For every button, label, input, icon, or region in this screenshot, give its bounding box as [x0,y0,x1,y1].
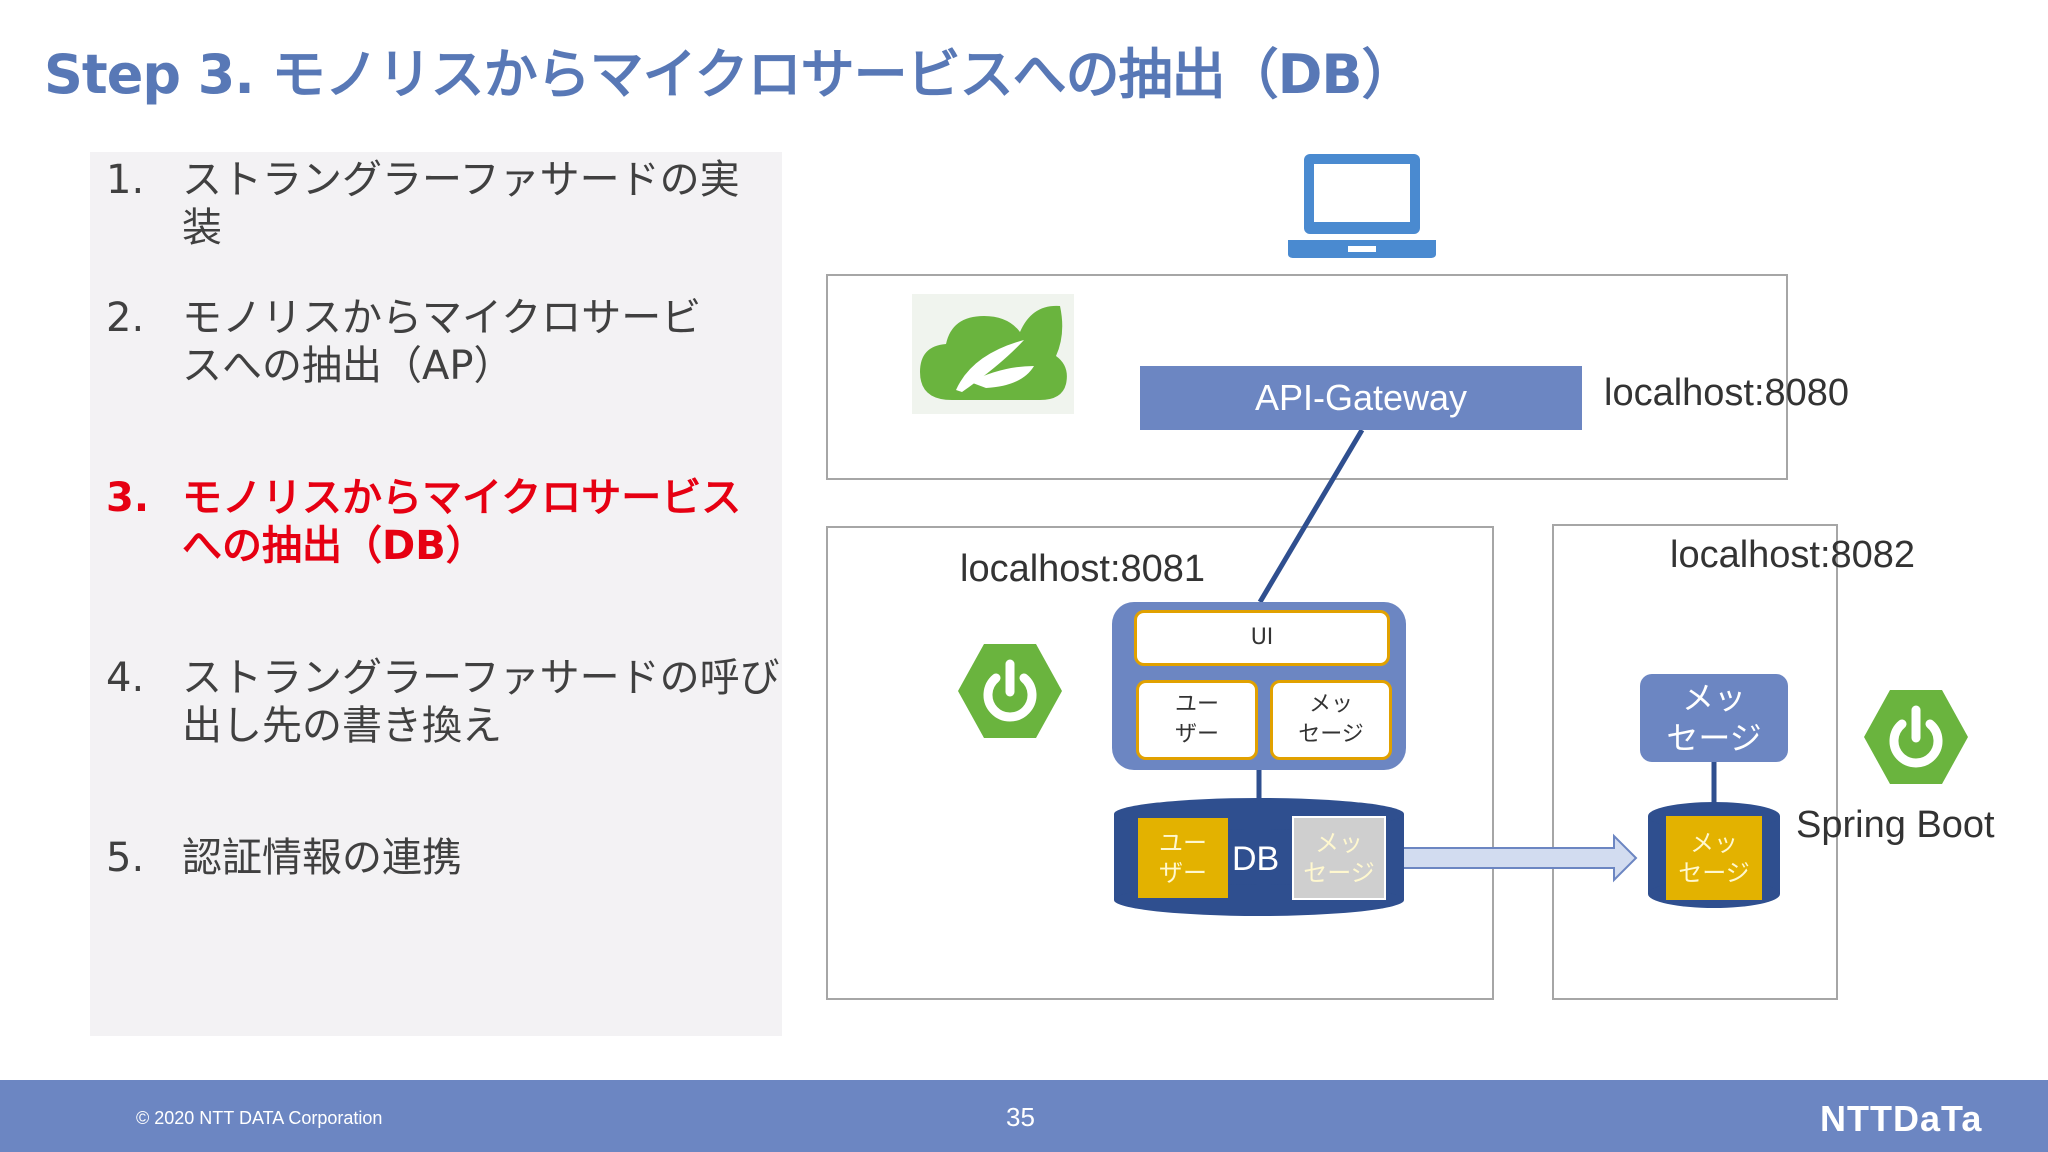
agenda-item-text: モノリスからマイクロサービスへの抽出（DB） [182,475,742,569]
message-service-box: メッ セージ [1640,674,1788,762]
monolith-host-label: localhost:8081 [960,548,1206,590]
agenda-panel: 1. ストラングラーファサードの実装 2. モノリスからマイクロサービスへの抽出… [90,152,782,1036]
microservice-host-label: localhost:8082 [1670,534,1916,576]
migration-arrow [1397,833,1638,883]
gateway-to-monolith-line [1257,428,1365,604]
agenda-item-number: 3. [106,475,150,521]
gateway-host-label: localhost:8080 [1604,372,1850,414]
spring-cloud-icon [912,294,1074,414]
message-module-box: メッ セージ [1270,680,1392,760]
footer-bar [0,1080,2048,1152]
spring-boot-icon [1864,690,1968,784]
agenda-item-number: 2. [106,295,145,341]
spring-boot-icon [958,644,1062,738]
microservice-db-message-table: メッ セージ [1666,816,1762,900]
spring-boot-label: Spring Boot [1796,804,1995,846]
ntt-data-logo: NTTDaTa [1820,1098,1983,1139]
agenda-item-number: 5. [106,835,145,881]
api-gateway-box: API-Gateway [1140,366,1582,430]
agenda-item-text: ストラングラーファサードの呼び出し先の書き換え [182,655,780,749]
agenda-item-text: ストラングラーファサードの実装 [182,157,740,251]
microservice-container [1552,524,1838,1000]
page-number: 35 [1006,1102,1035,1132]
monolith-app-panel: UI ユー ザー メッ セージ [1112,602,1406,770]
agenda-item-number: 4. [106,655,145,701]
db-message-table: メッ セージ [1292,816,1386,900]
db-user-table: ユー ザー [1138,818,1228,898]
user-module-box: ユー ザー [1136,680,1258,760]
agenda-item-text: 認証情報の連携 [182,835,462,881]
slide-title: Step 3. モノリスからマイクロサービスへの抽出（DB） [44,43,1416,106]
copyright-text: © 2020 NTT DATA Corporation [136,1108,383,1128]
db-label: DB [1232,840,1280,878]
ui-layer-box: UI [1134,610,1390,666]
agenda-item-text: モノリスからマイクロサービスへの抽出（AP） [182,295,702,389]
agenda-item-number: 1. [106,157,145,203]
laptop-icon [1288,154,1436,258]
